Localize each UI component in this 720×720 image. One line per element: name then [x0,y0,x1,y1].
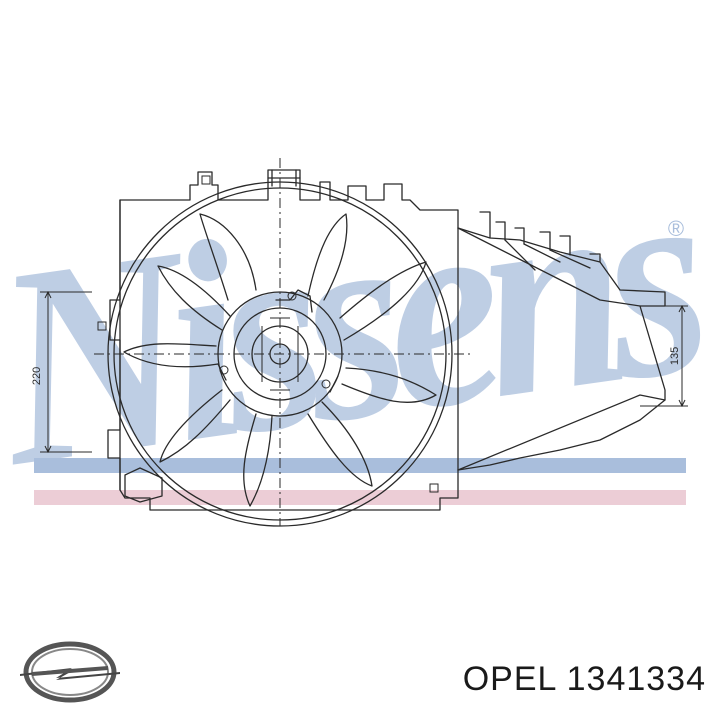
fan-assembly-drawing: Nissens ® [0,117,720,527]
dimension-right: 135 [640,304,688,408]
pink-band [34,490,686,505]
brand-name: OPEL [462,660,557,698]
part-number: 1341334 [566,660,706,698]
shroud-outline [97,169,666,511]
watermark-registered-mark: ® [668,216,684,241]
opel-logo-icon [20,641,120,703]
dimension-left: 220 [31,290,92,454]
part-caption: OPEL 1341334 [463,660,706,699]
center-lines [94,158,470,526]
dimension-right-label: 135 [669,347,681,365]
fan-blades [123,213,437,507]
blue-band [34,458,686,473]
dimension-left-label: 220 [31,367,43,385]
